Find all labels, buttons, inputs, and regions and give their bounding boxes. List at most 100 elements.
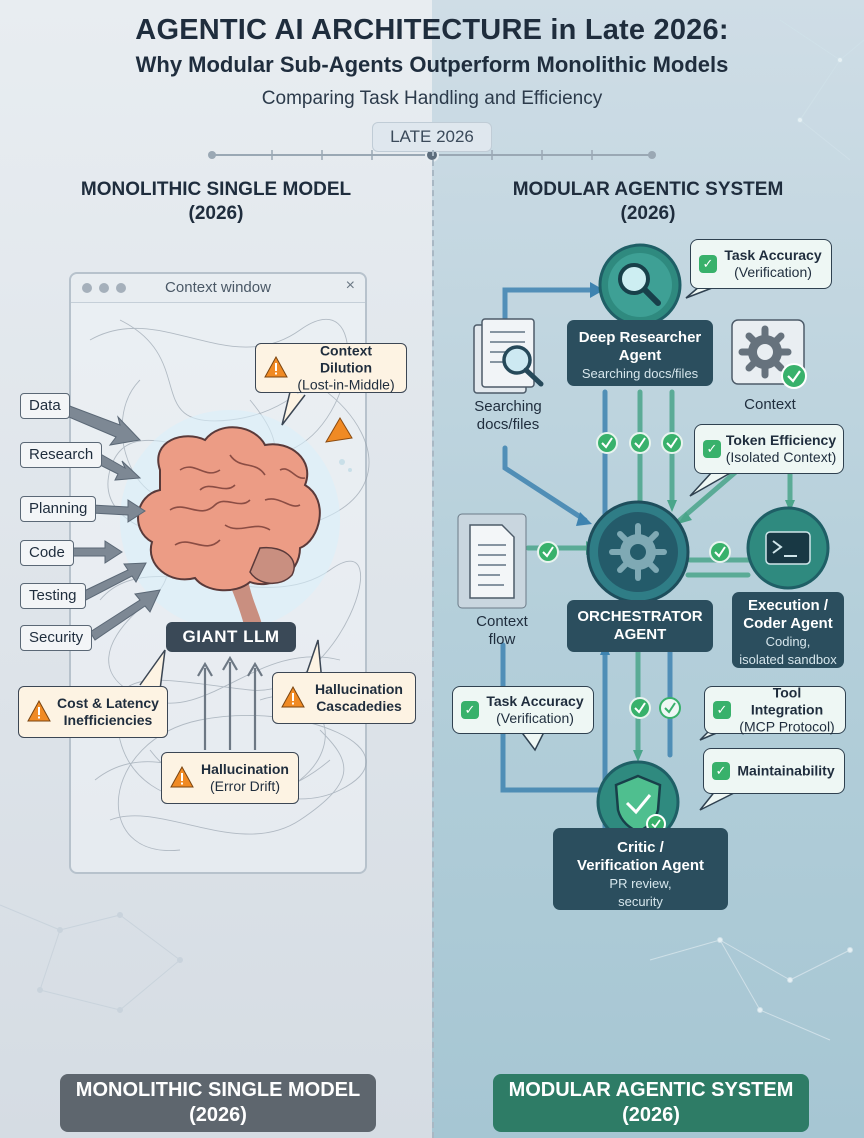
benefit-title: Task Accuracy	[486, 693, 584, 709]
footer-modular: MODULAR AGENTIC SYSTEM (2026)	[493, 1074, 809, 1132]
right-heading: MODULAR AGENTIC SYSTEM (2026)	[472, 178, 824, 226]
agent-description: PR review,	[609, 876, 672, 891]
warning-detail: (Lost-in-Middle)	[297, 376, 395, 393]
close-icon[interactable]: ×	[345, 277, 355, 294]
label-line: Searching	[474, 398, 542, 415]
check-icon: ✓	[461, 701, 479, 719]
warning-context-dilution: Context Dilution(Lost-in-Middle)	[255, 343, 407, 393]
warning-triangle-icon	[281, 686, 305, 708]
input-testing: Testing	[20, 583, 86, 609]
searching-docs-label: Searching docs/files	[462, 398, 554, 434]
check-icon: ✓	[713, 701, 731, 719]
check-icon: ✓	[712, 762, 730, 780]
agent-name: Coder Agent	[743, 615, 833, 632]
context-flow-label: Context flow	[458, 613, 546, 649]
panel-divider	[432, 150, 434, 1138]
window-dot-icon	[99, 283, 109, 293]
benefit-detail: (Verification)	[496, 710, 574, 726]
check-icon: ✓	[699, 255, 717, 273]
document-icon	[473, 318, 544, 394]
critic-verification-agent: Critic / Verification Agent PR review, s…	[553, 828, 728, 910]
input-code: Code	[20, 540, 74, 566]
input-planning: Planning	[20, 496, 97, 522]
agent-name: Critic /	[617, 839, 664, 856]
benefit-title: Maintainability	[737, 762, 835, 779]
input-data: Data	[20, 393, 70, 419]
context-window-titlebar: Context window ×	[71, 274, 365, 303]
warning-detail: Inefficiencies	[63, 712, 153, 728]
benefit-task-accuracy-top: ✓ Task Accuracy(Verification)	[690, 239, 832, 289]
context-label: Context	[744, 396, 796, 413]
right-heading-line1: MODULAR AGENTIC SYSTEM	[512, 179, 784, 200]
warning-title: Hallucination	[201, 761, 289, 777]
left-heading-line2: (2026)	[188, 203, 244, 224]
execution-coder-agent: Execution / Coder Agent Coding, isolated…	[732, 592, 844, 668]
label-line: Context	[476, 613, 528, 630]
giant-llm-label: GIANT LLM	[166, 622, 296, 652]
agent-name: Execution /	[747, 597, 829, 614]
agent-name: AGENT	[613, 626, 667, 643]
brain-icon	[137, 426, 321, 592]
warning-title: Hallucination	[315, 681, 403, 697]
document-icon	[457, 513, 527, 609]
footer-monolithic: MONOLITHIC SINGLE MODEL (2026)	[60, 1074, 376, 1132]
page-subtitle: Why Modular Sub-Agents Outperform Monoli…	[135, 52, 729, 77]
warning-title: Cost & Latency	[57, 695, 159, 711]
deep-researcher-agent: Deep Researcher Agent Searching docs/fil…	[567, 320, 713, 386]
orchestrator-agent: ORCHESTRATOR AGENT	[567, 600, 713, 652]
magnifier-icon	[598, 243, 682, 327]
orchestrator-gear-icon	[586, 500, 690, 604]
right-heading-line2: (2026)	[620, 203, 676, 224]
input-security: Security	[20, 625, 93, 651]
warning-triangle-icon	[264, 356, 288, 378]
agent-description: Searching docs/files	[581, 366, 699, 381]
timeline-label: LATE 2026	[372, 122, 492, 152]
page-caption: Comparing Task Handling and Efficiency	[261, 88, 603, 109]
warning-hallucination-drift: Hallucination(Error Drift)	[161, 752, 299, 804]
benefit-detail: (Verification)	[734, 264, 812, 280]
benefit-detail: (MCP Protocol)	[739, 718, 835, 735]
warning-triangle-icon	[170, 766, 194, 788]
left-heading-line1: MONOLITHIC SINGLE MODEL	[80, 179, 352, 200]
warning-detail: (Error Drift)	[210, 778, 280, 794]
terminal-icon	[746, 506, 830, 590]
benefit-maintainability: ✓ Maintainability	[703, 748, 845, 794]
agent-name: Verification Agent	[577, 857, 704, 874]
warning-title: Context Dilution	[319, 342, 373, 376]
footer-line: (2026)	[189, 1104, 247, 1126]
agent-description: security	[618, 894, 663, 909]
warning-triangle-icon	[325, 417, 353, 443]
window-dot-icon	[116, 283, 126, 293]
agent-name: Deep Researcher	[578, 329, 702, 346]
agent-description: isolated sandbox	[739, 652, 837, 667]
check-icon	[537, 432, 731, 719]
shield-check-icon	[596, 760, 680, 844]
gear-icon	[731, 319, 807, 389]
check-icon: ✓	[703, 440, 721, 458]
label-line: docs/files	[476, 416, 540, 433]
agent-name: ORCHESTRATOR	[577, 608, 703, 625]
benefit-token-efficiency: ✓ Token Efficiency(Isolated Context)	[694, 424, 844, 474]
warning-detail: Cascadedies	[316, 698, 402, 714]
input-research: Research	[20, 442, 103, 468]
benefit-title: Task Accuracy	[724, 247, 822, 263]
footer-line: MODULAR AGENTIC SYSTEM	[508, 1079, 794, 1101]
benefit-task-accuracy-left: ✓ Task Accuracy(Verification)	[452, 686, 594, 734]
context-window-title: Context window	[165, 279, 271, 296]
benefit-title: Token Efficiency	[725, 432, 837, 448]
benefit-tool-integration: ✓ Tool Integration(MCP Protocol)	[704, 685, 846, 735]
agent-description: Coding,	[765, 634, 811, 649]
page-title: AGENTIC AI ARCHITECTURE in Late 2026:	[135, 14, 729, 46]
agent-name: Agent	[618, 347, 662, 364]
window-dot-icon	[82, 283, 92, 293]
benefit-detail: (Isolated Context)	[725, 449, 837, 465]
footer-line: (2026)	[622, 1104, 680, 1126]
footer-line: MONOLITHIC SINGLE MODEL	[75, 1079, 361, 1101]
warning-triangle-icon	[27, 700, 51, 722]
label-line: flow	[488, 631, 516, 648]
